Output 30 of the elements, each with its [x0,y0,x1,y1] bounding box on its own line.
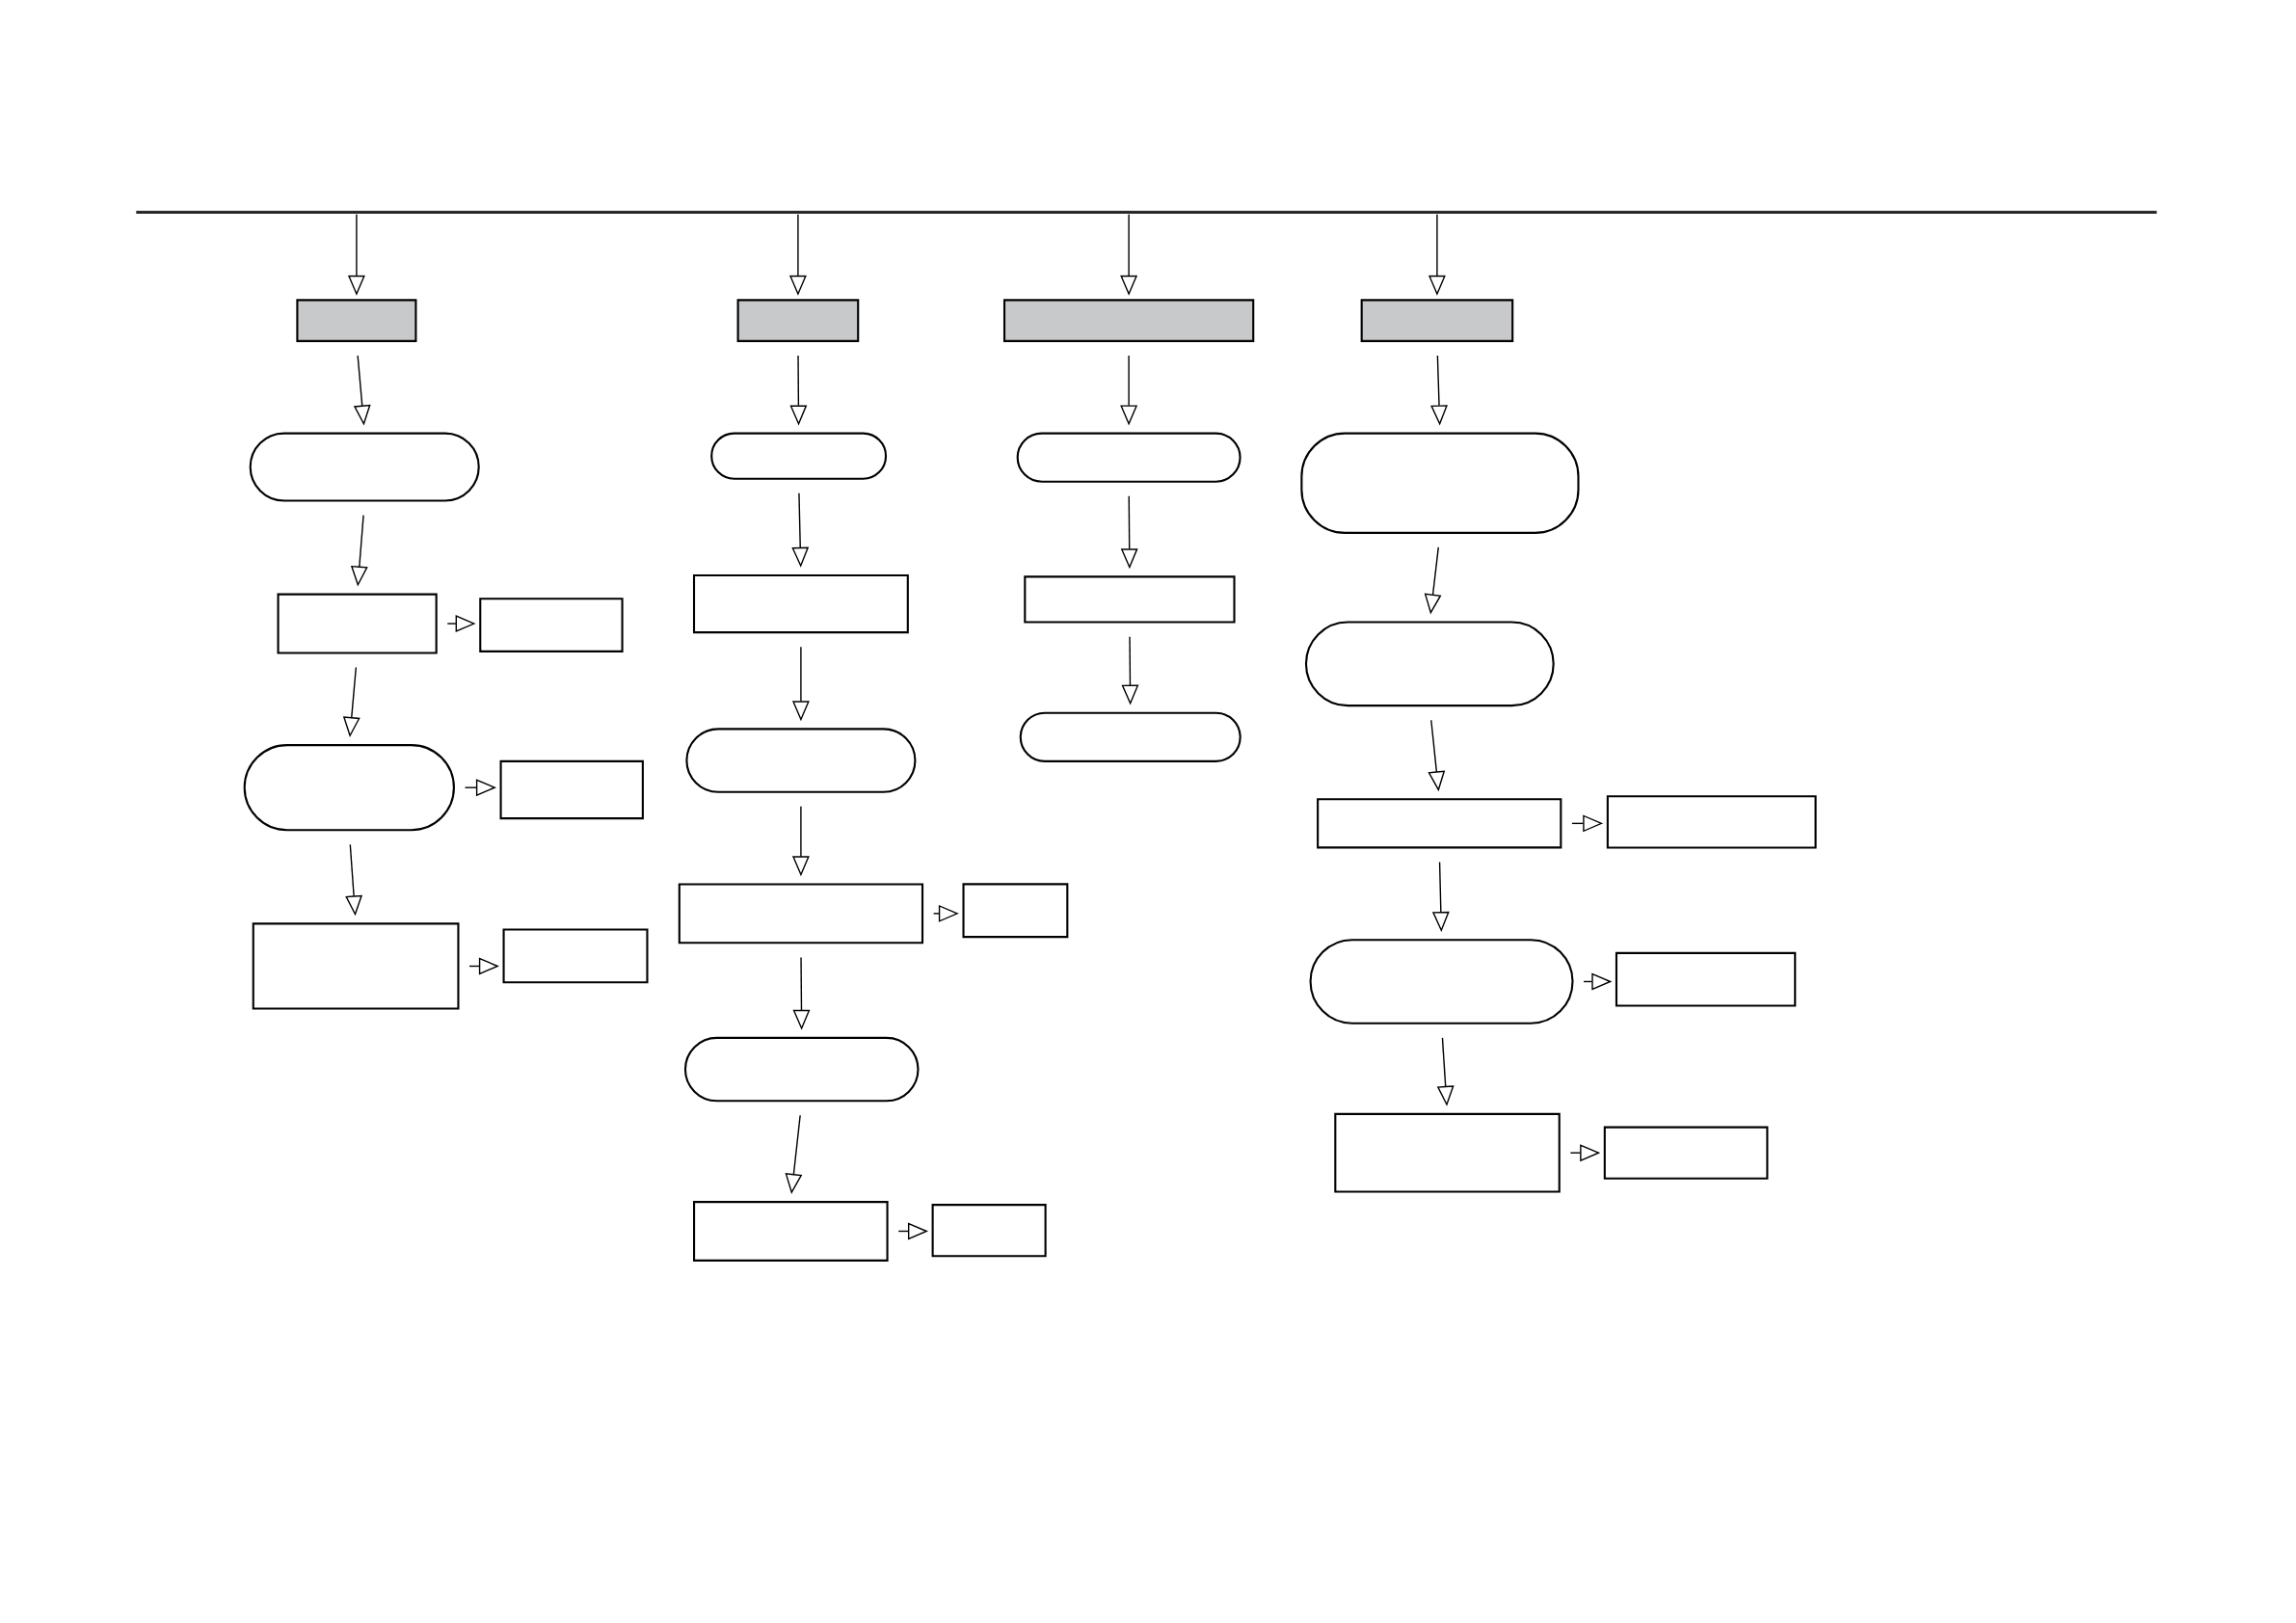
process-box [499,759,644,820]
process-box [277,593,438,654]
header-box [1002,299,1255,342]
rounded-box [1300,432,1580,534]
rounded-box [710,432,888,480]
process-box [502,928,649,984]
process-box [252,922,460,1010]
process-box [1615,951,1797,1007]
process-box [479,598,624,652]
rounded-box [243,744,455,832]
process-box [1024,575,1236,624]
process-box [1317,798,1562,849]
header-box [736,299,860,342]
rounded-box [1304,621,1555,707]
rounded-box [683,1036,920,1103]
process-box [678,883,924,945]
process-box [692,573,909,634]
process-box [1606,795,1817,849]
rounded-box [249,432,480,502]
rounded-box [1309,939,1574,1024]
process-box [1334,1112,1561,1193]
rounded-box [685,728,917,793]
process-box [693,1201,889,1262]
rounded-box [1016,432,1241,483]
process-box [962,883,1069,939]
rounded-box [1019,711,1241,762]
header-box [1360,299,1514,342]
process-box [931,1204,1047,1258]
process-box [1603,1126,1769,1180]
header-box [296,299,417,342]
